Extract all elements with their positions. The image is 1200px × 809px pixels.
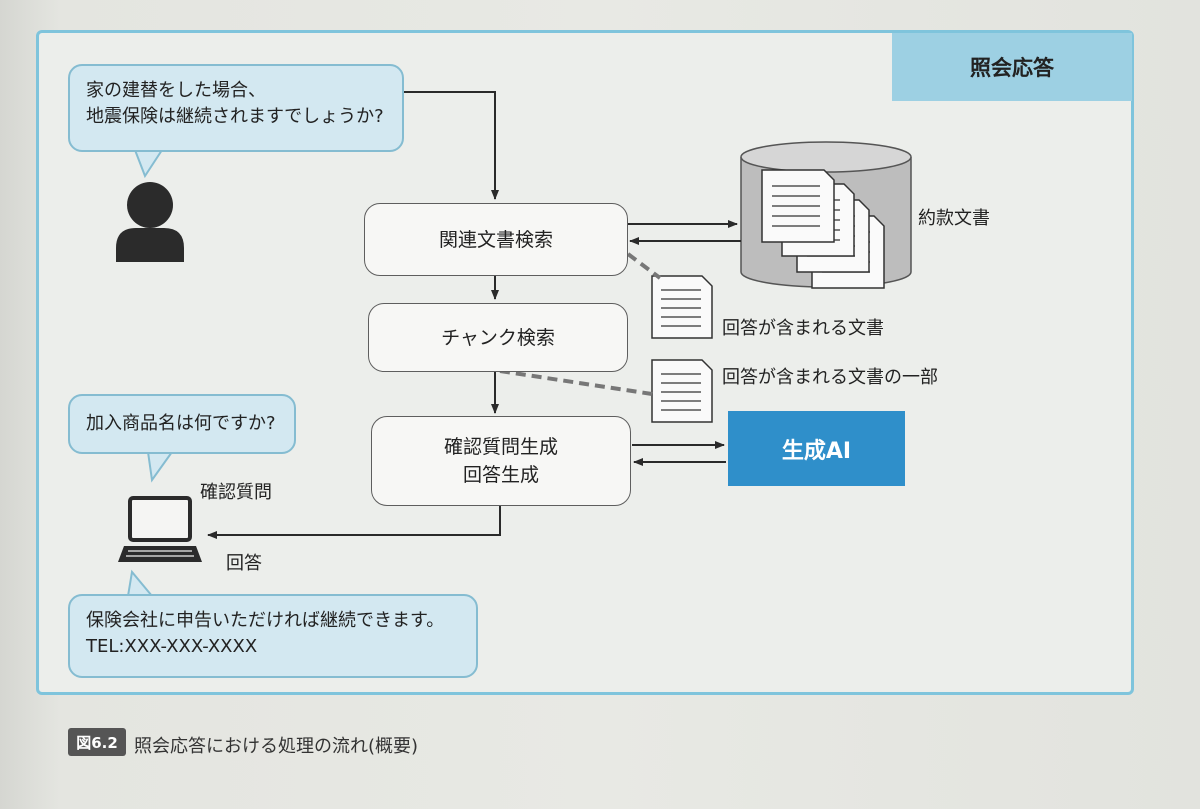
confirm-question-label: 確認質問 [200, 482, 272, 503]
answer-bubble: 保険会社に申告いただければ継続できます。 TEL:XXX-XXX-XXXX [68, 594, 478, 678]
figure-number: 図6.2 [68, 728, 126, 756]
answer-document-icon [651, 275, 713, 339]
answer-label: 回答 [226, 553, 262, 574]
related-doc-search-box: 関連文書検索 [364, 203, 628, 276]
generation-box: 確認質問生成 回答生成 [371, 416, 631, 506]
chunk-search-box: チャンク検索 [368, 303, 628, 372]
question-bubble-tail [133, 149, 164, 179]
user-question-bubble: 家の建替をした場合、 地震保険は継続されますでしょうか? [68, 64, 404, 152]
figure-caption: 照会応答における処理の流れ(概要) [134, 736, 419, 757]
person-icon [116, 182, 184, 262]
laptop-icon [118, 496, 202, 562]
answer-document-part-label: 回答が含まれる文書の一部 [722, 367, 938, 388]
answer-document-label: 回答が含まれる文書 [722, 318, 884, 339]
terms-documents-label: 約款文書 [918, 208, 990, 229]
document-stack [761, 169, 885, 289]
dashed-connectors [499, 252, 662, 396]
section-badge: 照会応答 [892, 33, 1132, 101]
confirm-question-bubble: 加入商品名は何ですか? [68, 394, 296, 454]
answer-bubble-tail [126, 569, 155, 597]
flow-arrows [207, 91, 741, 539]
confirm-bubble-tail [146, 451, 174, 483]
answer-document-part-icon [651, 359, 713, 423]
generative-ai-box: 生成AI [728, 411, 905, 486]
